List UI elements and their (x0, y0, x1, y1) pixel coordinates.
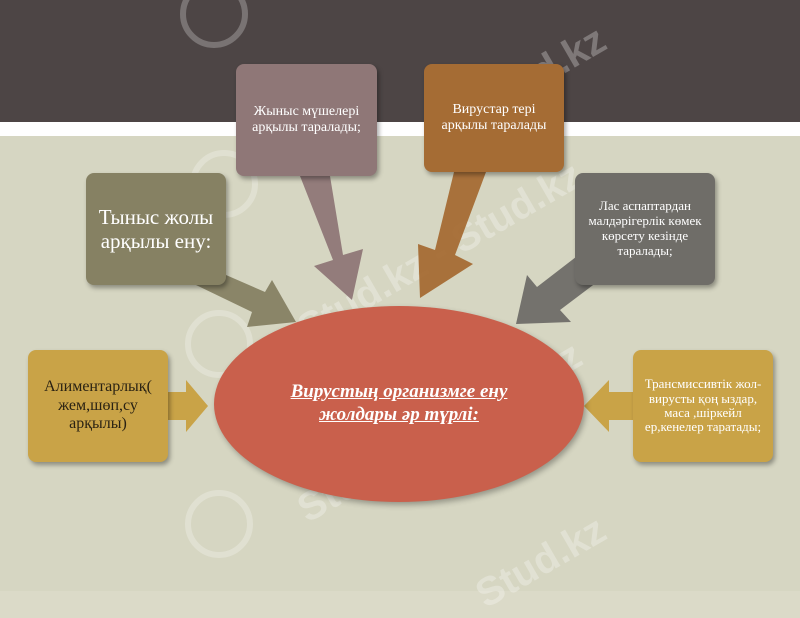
airway-route-text: Тыныс жолы арқылы ену: (98, 204, 214, 253)
genital-route-text: Жыныс мүшелері арқылы таралады; (252, 103, 361, 135)
airway-route-box: Тыныс жолы арқылы ену: (86, 173, 226, 285)
central-title: Вирустың организмге ену жолдары әр түрлі… (290, 381, 508, 425)
central-ellipse: Вирустың организмге ену жолдары әр түрлі… (214, 306, 584, 502)
alimentary-route-text: Алиментарлық( жем,шөп,су арқылы) (44, 378, 152, 433)
skin-route-text: Вирустар тері арқылы таралады (441, 101, 547, 133)
genital-route-box: Жыныс мүшелері арқылы таралады; (236, 64, 377, 176)
arrows-layer (168, 172, 633, 432)
alimentary-route-box: Алиментарлық( жем,шөп,су арқылы) (28, 350, 168, 462)
arrow-transmissive (584, 380, 633, 432)
medical-route-text: Лас аспаптардан малдәрігерлік көмек көрс… (588, 198, 702, 258)
transmissive-route-box: Трансмиссивтік жол-вирусты қоң ыздар, ма… (633, 350, 773, 462)
transmissive-route-text: Трансмиссивтік жол-вирусты қоң ыздар, ма… (644, 376, 762, 435)
arrow-alimentary (168, 380, 208, 432)
arrow-airway (196, 275, 296, 327)
arrow-skin (418, 172, 486, 298)
medical-route-box: Лас аспаптардан малдәрігерлік көмек көрс… (575, 173, 715, 285)
arrow-genital (300, 176, 363, 300)
header-band (0, 0, 800, 122)
divider-strip (0, 122, 800, 136)
skin-route-box: Вирустар тері арқылы таралады (424, 64, 564, 172)
